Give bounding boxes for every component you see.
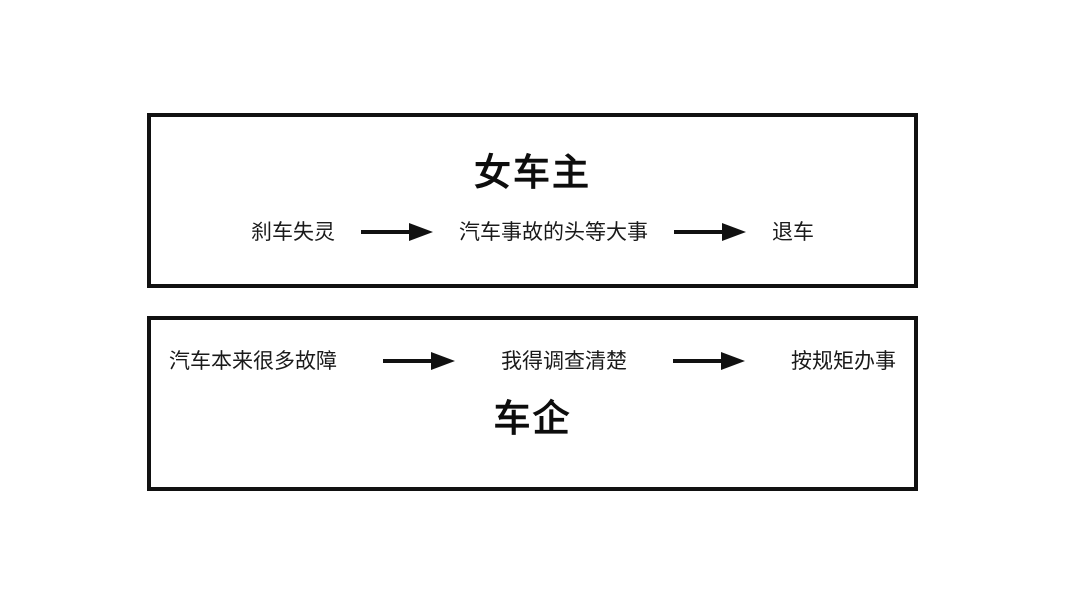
flow-step-owner-1: 刹车失灵 <box>251 220 335 244</box>
arrow-right-icon <box>383 352 455 370</box>
flow-step-company-3: 按规矩办事 <box>791 349 896 373</box>
arrow-right-icon <box>674 223 746 241</box>
arrow-right-icon <box>673 352 745 370</box>
flow-box-company: 汽车本来很多故障 我得调查清楚 按规矩办事 车企 <box>147 316 918 491</box>
flow-step-company-2: 我得调查清楚 <box>501 349 627 373</box>
flow-box-owner: 女车主 刹车失灵 汽车事故的头等大事 退车 <box>147 113 918 288</box>
flow-step-owner-2: 汽车事故的头等大事 <box>459 220 648 244</box>
flow-row-company: 汽车本来很多故障 我得调查清楚 按规矩办事 <box>151 350 914 372</box>
arrow-right-icon <box>361 223 433 241</box>
flow-step-company-1: 汽车本来很多故障 <box>169 349 337 373</box>
flow-row-owner: 刹车失灵 汽车事故的头等大事 退车 <box>151 221 914 243</box>
box-heading-owner: 女车主 <box>474 152 591 193</box>
box-heading-company: 车企 <box>493 398 572 439</box>
flow-step-owner-3: 退车 <box>772 220 814 244</box>
